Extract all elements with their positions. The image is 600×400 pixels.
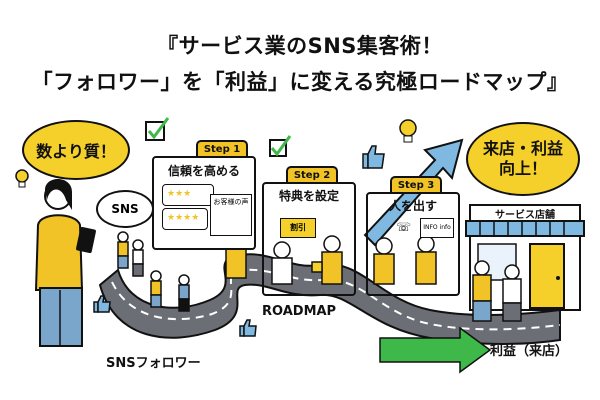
info-screen: INFO info bbox=[420, 218, 454, 238]
speech-bubble-profit-up: 来店・利益 向上！ bbox=[466, 122, 580, 196]
step1-title: 信頼を高める bbox=[167, 164, 240, 178]
customer-voice-label: お客様の声 bbox=[213, 198, 249, 206]
step3-people bbox=[373, 235, 437, 285]
step3-card: 人を出す INFO info ☏ bbox=[366, 192, 460, 296]
check-icon-2 bbox=[269, 135, 292, 157]
customer-voice-panel: お客様の声 bbox=[210, 194, 252, 236]
check-icon-1 bbox=[145, 117, 170, 141]
bubble-line-2: 向上！ bbox=[498, 159, 547, 178]
woman-with-phone bbox=[34, 178, 96, 347]
step1-card: 信頼を高める ★★★ お客様の声 ★★★★ bbox=[152, 156, 256, 250]
green-arrow bbox=[379, 326, 492, 374]
road-center-line bbox=[111, 268, 561, 331]
roadmap-label: ROADMAP bbox=[262, 304, 337, 319]
step2-tab: Step 2 bbox=[286, 166, 338, 184]
walking-people bbox=[117, 231, 190, 312]
step2-card: 特典を設定 割引 bbox=[262, 182, 356, 296]
phone-icon: ☏ bbox=[396, 220, 412, 234]
page-title-line2: 「フォロワー」を「利益」に変える究極ロードマップ』 bbox=[31, 70, 569, 94]
review-card-icon-2: ★★★★ bbox=[162, 208, 208, 230]
lightbulb-icon-left bbox=[15, 169, 29, 188]
coupon-icon: 割引 bbox=[280, 218, 316, 238]
store-sign: サービス店舗 bbox=[495, 210, 555, 221]
thumbs-up-icon-left bbox=[93, 295, 111, 313]
page-title-line1: 『サービス業のSNS集客術！ bbox=[157, 34, 443, 58]
step2-title: 特典を設定 bbox=[278, 189, 339, 203]
bubble-line-1: 来店・利益 bbox=[482, 139, 563, 158]
review-card-icon: ★★★ bbox=[162, 184, 214, 206]
store-customers bbox=[472, 260, 522, 322]
speech-bubble-sns: SNS bbox=[96, 190, 154, 228]
profit-label: 利益（来店） bbox=[490, 344, 569, 359]
speech-bubble-quality: 数より質！ bbox=[22, 120, 130, 180]
step1-tab: Step 1 bbox=[196, 140, 248, 158]
road bbox=[98, 253, 561, 345]
lightbulb-icon-right bbox=[399, 119, 417, 143]
followers-label: SNSフォロワー bbox=[106, 356, 201, 371]
step2-people bbox=[271, 235, 343, 285]
thumbs-up-icon bbox=[362, 145, 385, 169]
step3-title: 人を出す bbox=[388, 199, 437, 213]
step3-tab: Step 3 bbox=[390, 176, 442, 194]
thumbs-up-icon-small bbox=[239, 319, 257, 337]
